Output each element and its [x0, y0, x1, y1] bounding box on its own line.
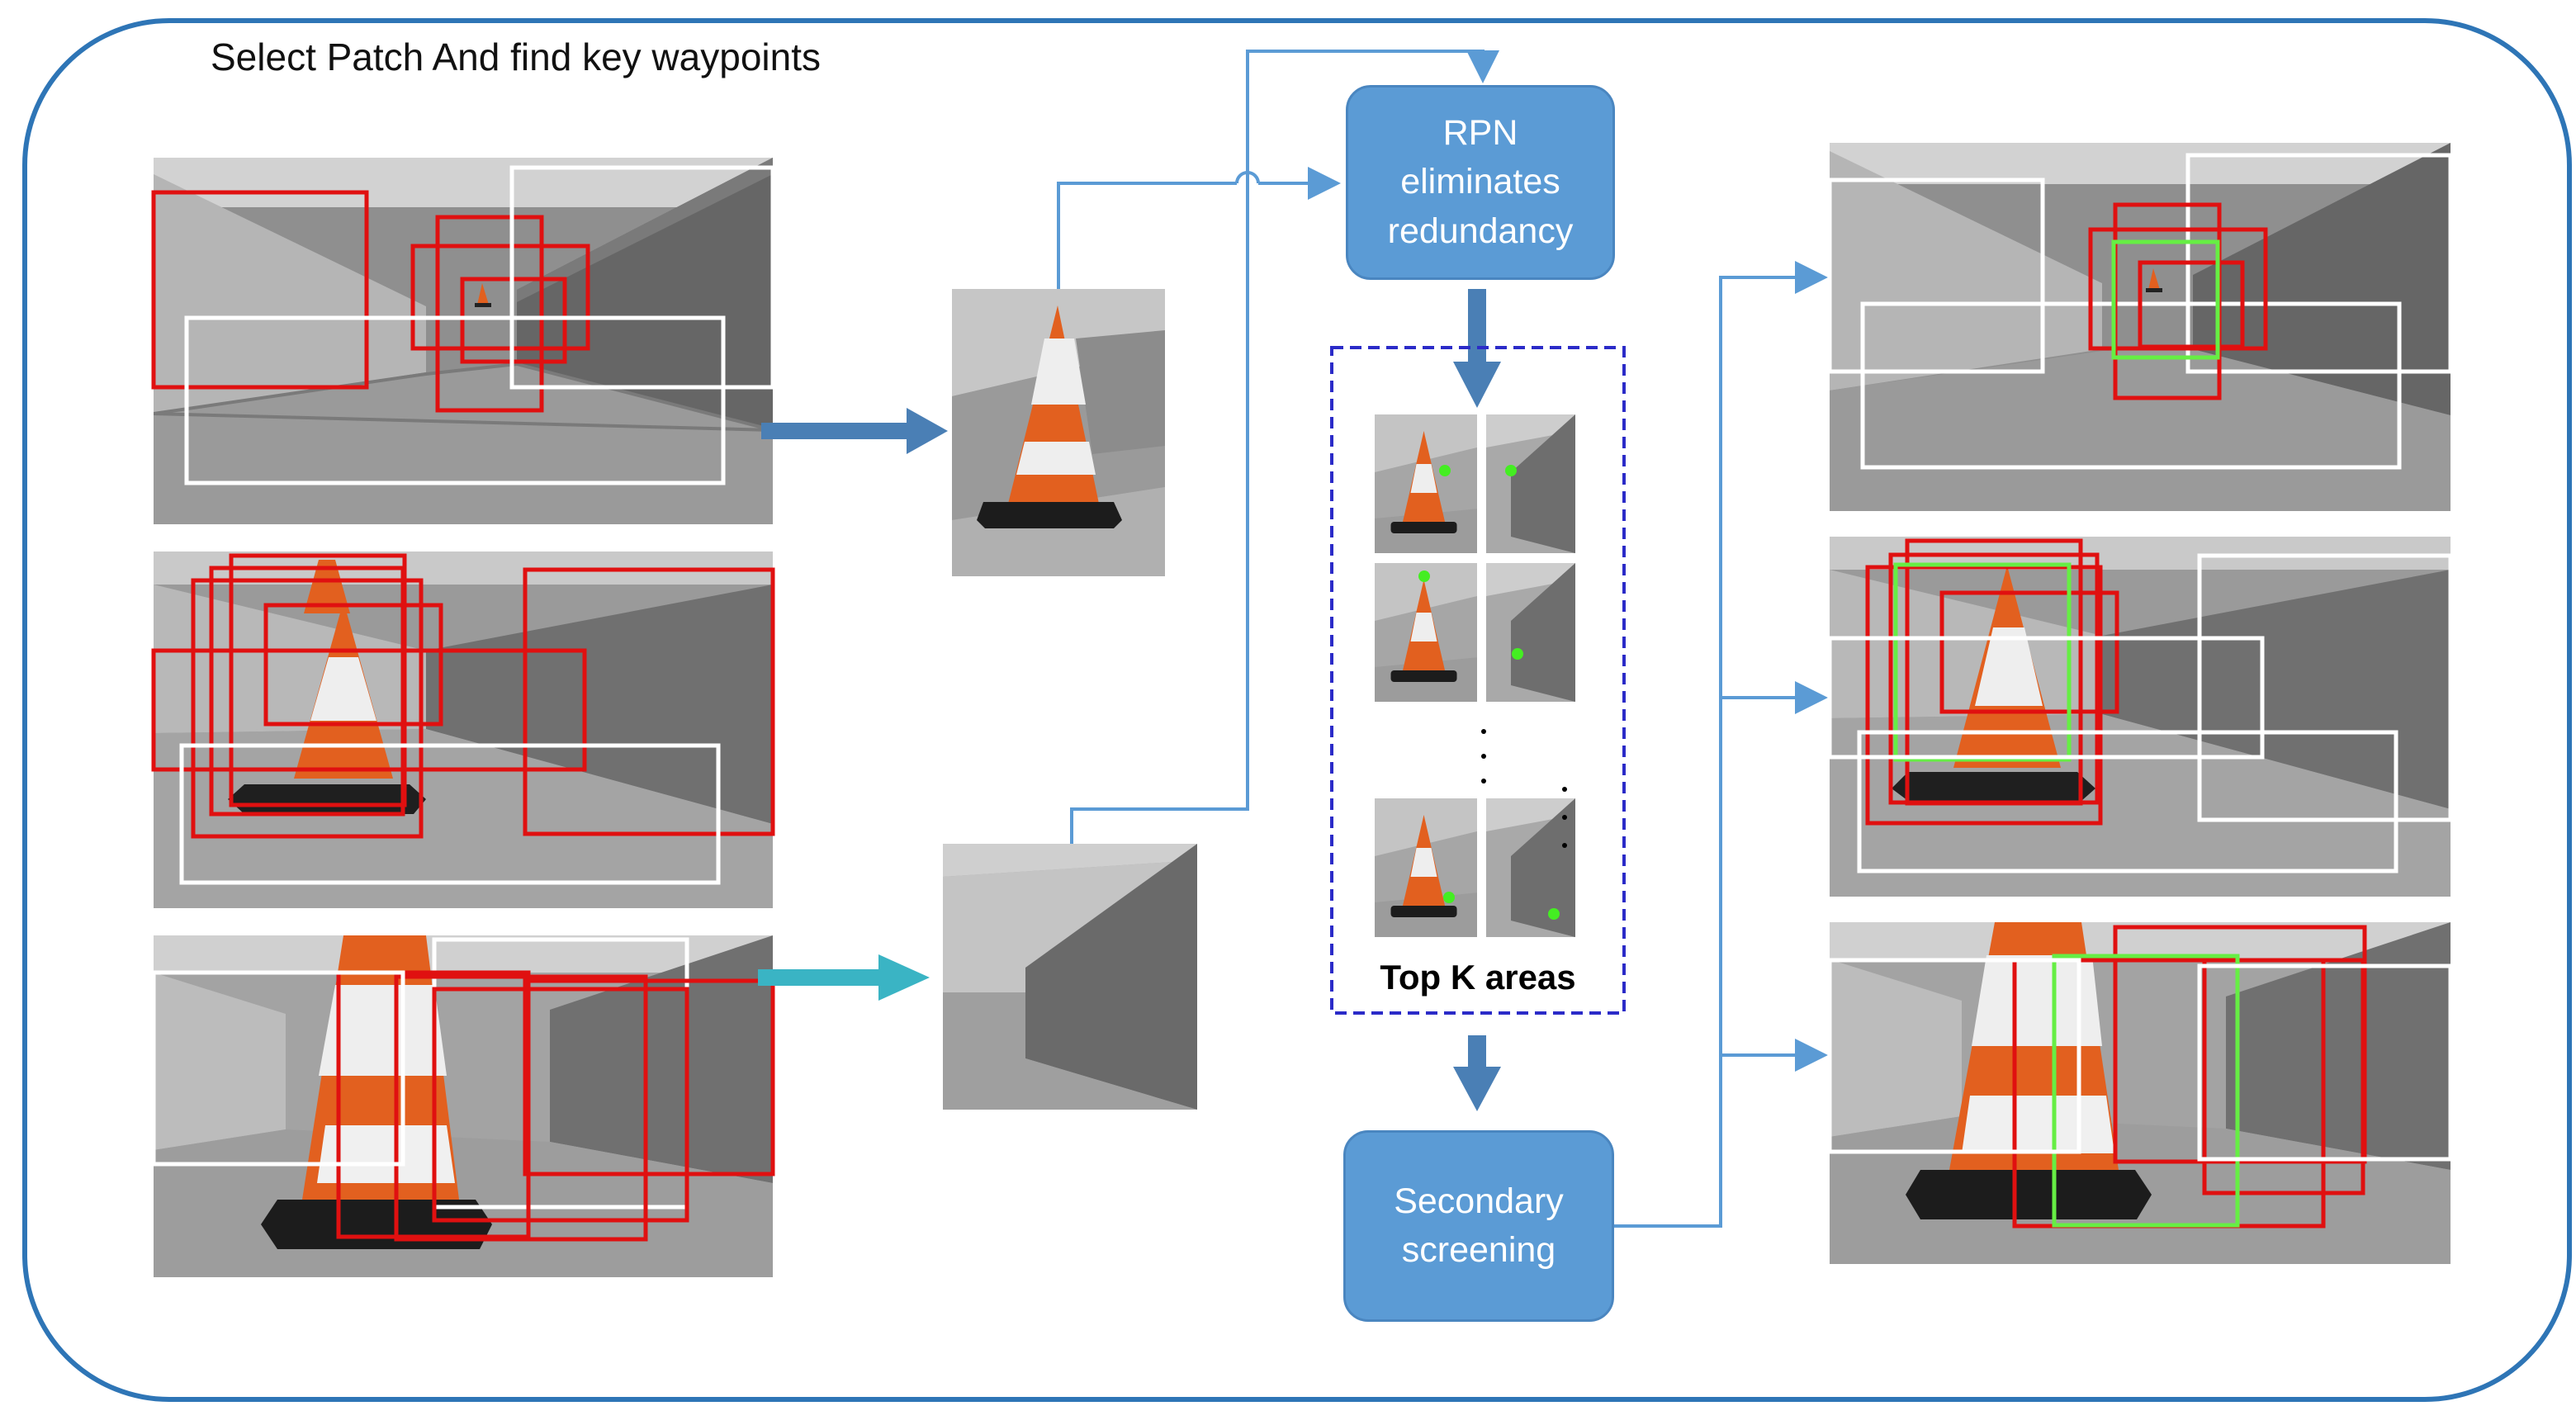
thumbnail-cone — [1375, 798, 1477, 937]
thumbnail-cone — [1375, 414, 1477, 553]
scene-image-3 — [154, 935, 773, 1277]
rpn-line-3: redundancy — [1387, 211, 1574, 251]
thumbnail-wall — [1486, 563, 1575, 702]
proposals-image-3 — [151, 937, 775, 1242]
flow-arrow-2 — [758, 954, 930, 1001]
scene-image-2 — [154, 552, 773, 908]
proposals-image-2 — [151, 553, 775, 885]
cone-patch — [952, 289, 1165, 576]
result-image-3 — [1830, 922, 2451, 1264]
proposals-result-1 — [1827, 153, 2453, 470]
proposals-result-3 — [1827, 925, 2453, 1229]
top-k-label: Top K areas — [1380, 958, 1576, 997]
secondary-line-2: screening — [1401, 1230, 1556, 1270]
rpn-line-1: RPN — [1442, 113, 1518, 153]
thumbnail-wall — [1486, 414, 1575, 553]
rpn-box: RPN eliminates redundancy — [1346, 85, 1615, 280]
secondary-line-1: Secondary — [1394, 1181, 1564, 1221]
thumbnail-cone — [1375, 563, 1477, 702]
top-k-thumbnails — [1375, 414, 1575, 937]
rpn-line-2: eliminates — [1400, 162, 1560, 202]
secondary-screening-box: Secondary screening — [1343, 1130, 1614, 1322]
diagram-title: Select Patch And find key waypoints — [211, 36, 821, 78]
proposals-result-2 — [1827, 538, 2453, 873]
outer-frame — [22, 18, 2572, 1402]
thumbnail-wall — [1486, 798, 1575, 937]
proposals-image-1 — [151, 165, 775, 485]
connector-lines — [1057, 50, 1828, 1228]
down-arrow-2 — [1453, 1035, 1501, 1111]
corridor-patch — [943, 844, 1197, 1110]
ellipsis-dots — [1481, 729, 1567, 848]
flow-arrow-1 — [761, 408, 948, 454]
result-image-2 — [1830, 537, 2451, 897]
top-k-frame — [1330, 346, 1626, 1015]
